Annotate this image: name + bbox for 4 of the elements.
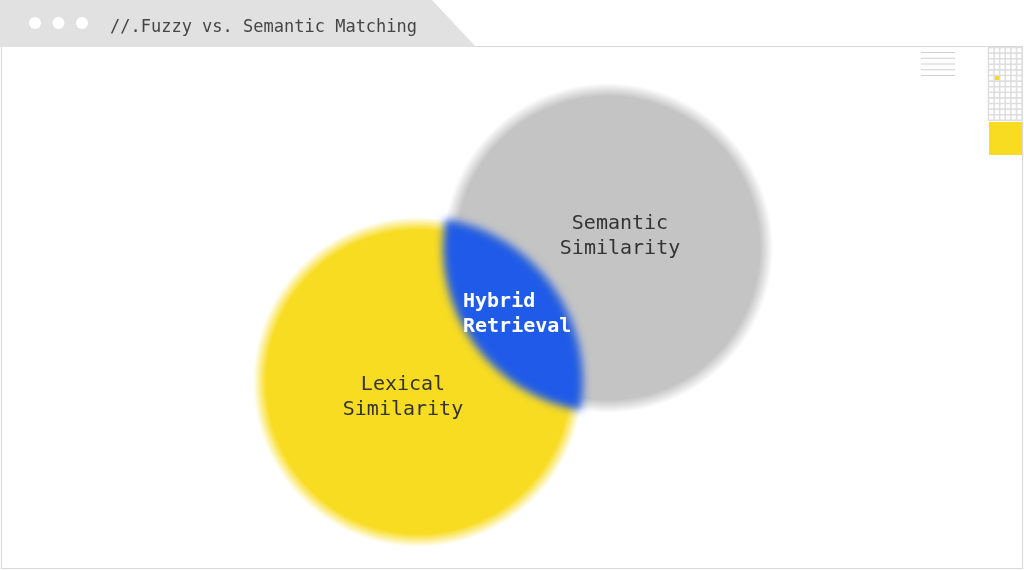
overlap-label: Hybrid Retrieval bbox=[463, 288, 572, 338]
circle-label: Semantic Similarity bbox=[559, 210, 681, 260]
window-title: //.Fuzzy vs. Semantic Matching bbox=[110, 15, 418, 38]
circle-label: Lexical Similarity bbox=[342, 371, 464, 421]
